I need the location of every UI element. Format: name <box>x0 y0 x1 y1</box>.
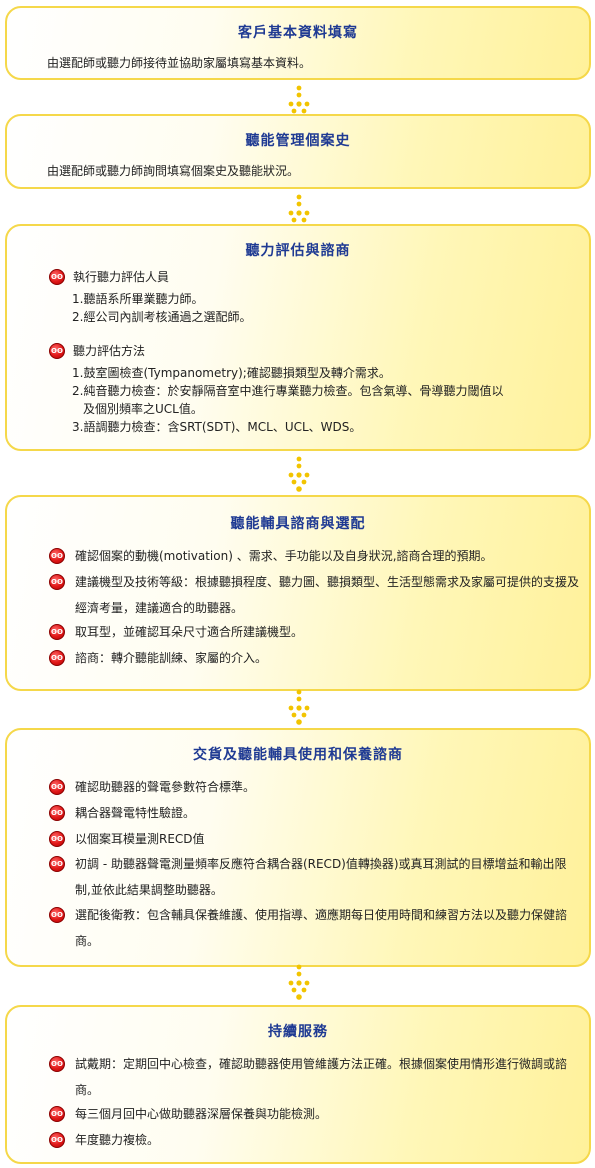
step-card-continuous-service: 持續服務 ʘʘ 試戴期：定期回中心檢查，確認助聽器使用管維護方法正確。根據個案使… <box>5 1005 591 1164</box>
step-card-delivery-maintenance: 交貨及聽能輔具使用和保養諮商 ʘʘ 確認助聽器的聲電參數符合標準。 ʘʘ 耦合器… <box>5 728 591 967</box>
group-heading: ʘʘ 聽力評估方法 <box>49 342 145 359</box>
step-description: 由選配師或聽力師詢問填寫個案史及聽能狀況。 <box>47 164 300 178</box>
list-item-text: 選配後衛教：包含輔具保養維護、使用指導、適應期每日使用時間和練習方法以及聽力保健… <box>75 908 568 948</box>
red-face-bullet-icon: ʘʘ <box>49 650 65 666</box>
list-item: ʘʘ 年度聽力複檢。 <box>49 1127 579 1153</box>
list-item: ʘʘ 諮商：轉介聽能訓練、家屬的介入。 <box>49 645 579 671</box>
red-face-bullet-icon: ʘʘ <box>49 907 65 923</box>
list-item: 3.語調聽力檢查：含SRT(SDT)、MCL、UCL、WDS。 <box>72 420 362 434</box>
list-item-text: 取耳型，並確認耳朵尺寸適合所建議機型。 <box>75 625 304 639</box>
red-face-bullet-icon: ʘʘ <box>49 342 65 359</box>
down-arrow-icon <box>288 689 310 725</box>
list-item: ʘʘ 取耳型，並確認耳朵尺寸適合所建議機型。 <box>49 619 579 645</box>
list-item: ʘʘ 確認助聽器的聲電參數符合標準。 <box>49 774 579 800</box>
step-title: 聽能管理個案史 <box>245 133 351 149</box>
step-card-fitting-counseling: 聽能輔具諮商與選配 ʘʘ 確認個案的動機(motivation) 、需求、手功能… <box>5 495 591 691</box>
step-title: 持續服務 <box>268 1024 328 1040</box>
list-item: 1.鼓室圖檢查(Tympanometry);確認聽損類型及轉介需求。 <box>72 366 391 380</box>
step-card-case-history: 聽能管理個案史 由選配師或聽力師詢問填寫個案史及聽能狀況。 <box>5 114 591 189</box>
red-face-bullet-icon: ʘʘ <box>49 1106 65 1122</box>
down-arrow-icon <box>288 964 310 1000</box>
step-card-hearing-assessment: 聽力評估與諮商 ʘʘ 執行聽力評估人員 1.聽語系所畢業聽力師。 2.經公司內訓… <box>5 224 591 451</box>
list-item: 2.純音聽力檢查：於安靜隔音室中進行專業聽力檢查。包含氣導、骨導聽力閾值以 <box>72 384 504 398</box>
list-item: ʘʘ 初調 - 助聽器聲電測量頻率反應符合耦合器(RECD)值轉換器)或真耳測試… <box>49 851 579 903</box>
list-item: ʘʘ 建議機型及技術等級：根據聽損程度、聽力圖、聽損類型、生活型態需求及家屬可提… <box>49 569 579 621</box>
group-heading: ʘʘ 執行聽力評估人員 <box>49 268 169 285</box>
list-item: ʘʘ 試戴期：定期回中心檢查，確認助聽器使用管維護方法正確。根據個案使用情形進行… <box>49 1051 579 1103</box>
list-item: ʘʘ 以個案耳模量測RECD值 <box>49 826 579 852</box>
list-item: ʘʘ 每三個月回中心做助聽器深層保養與功能檢測。 <box>49 1101 579 1127</box>
red-face-bullet-icon: ʘʘ <box>49 779 65 795</box>
list-item-text: 確認個案的動機(motivation) 、需求、手功能以及自身狀況,諮商合理的預… <box>75 549 493 563</box>
list-item: ʘʘ 耦合器聲電特性驗證。 <box>49 800 579 826</box>
list-item-text: 確認助聽器的聲電參數符合標準。 <box>75 780 256 794</box>
list-item: ʘʘ 選配後衛教：包含輔具保養維護、使用指導、適應期每日使用時間和練習方法以及聽… <box>49 902 579 954</box>
red-face-bullet-icon: ʘʘ <box>49 548 65 564</box>
down-arrow-icon <box>288 456 310 492</box>
list-item-text: 以個案耳模量測RECD值 <box>75 832 205 846</box>
red-face-bullet-icon: ʘʘ <box>49 856 65 872</box>
list-item: 2.經公司內訓考核通過之選配師。 <box>72 310 252 324</box>
group-heading-label: 執行聽力評估人員 <box>73 270 170 284</box>
step-title: 聽能輔具諮商與選配 <box>230 516 366 532</box>
list-item-text: 建議機型及技術等級：根據聽損程度、聽力圖、聽損類型、生活型態需求及家屬可提供的支… <box>75 575 580 615</box>
list-item-text: 諮商：轉介聽能訓練、家屬的介入。 <box>75 651 268 665</box>
list-item-text: 耦合器聲電特性驗證。 <box>75 806 196 820</box>
step-description: 由選配師或聽力師接待並協助家屬填寫基本資料。 <box>47 56 312 70</box>
red-face-bullet-icon: ʘʘ <box>49 268 65 285</box>
list-item: 1.聽語系所畢業聽力師。 <box>72 292 204 306</box>
list-item-text: 每三個月回中心做助聽器深層保養與功能檢測。 <box>75 1107 328 1121</box>
group-heading-label: 聽力評估方法 <box>73 344 146 358</box>
red-face-bullet-icon: ʘʘ <box>49 1056 65 1072</box>
red-face-bullet-icon: ʘʘ <box>49 831 65 847</box>
step-title: 聽力評估與諮商 <box>245 243 351 259</box>
red-face-bullet-icon: ʘʘ <box>49 574 65 590</box>
red-face-bullet-icon: ʘʘ <box>49 1132 65 1148</box>
red-face-bullet-icon: ʘʘ <box>49 624 65 640</box>
list-item: ʘʘ 確認個案的動機(motivation) 、需求、手功能以及自身狀況,諮商合… <box>49 543 579 569</box>
step-title: 客戶基本資料填寫 <box>238 25 358 41</box>
list-item-text: 初調 - 助聽器聲電測量頻率反應符合耦合器(RECD)值轉換器)或真耳測試的目標… <box>75 857 567 897</box>
red-face-bullet-icon: ʘʘ <box>49 805 65 821</box>
list-item: 及個別頻率之UCL值。 <box>83 402 203 416</box>
step-title: 交貨及聽能輔具使用和保養諮商 <box>193 747 403 763</box>
step-card-basic-info: 客戶基本資料填寫 由選配師或聽力師接待並協助家屬填寫基本資料。 <box>5 6 591 80</box>
list-item-text: 試戴期：定期回中心檢查，確認助聽器使用管維護方法正確。根據個案使用情形進行微調或… <box>75 1057 568 1097</box>
list-item-text: 年度聽力複檢。 <box>75 1133 160 1147</box>
